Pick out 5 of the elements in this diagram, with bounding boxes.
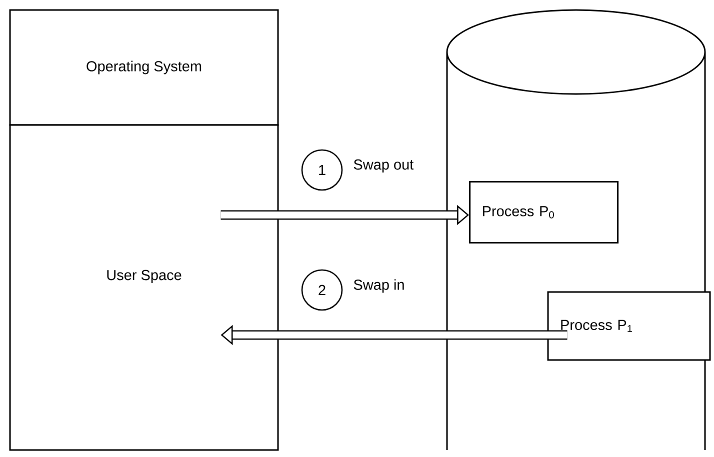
disk-cylinder <box>446 9 706 451</box>
step-label: Swap in <box>354 279 404 293</box>
step-label: Swap out <box>354 159 414 173</box>
system-box: Operating System <box>9 9 279 126</box>
process-box: Process P$_{0}$ <box>469 181 619 244</box>
